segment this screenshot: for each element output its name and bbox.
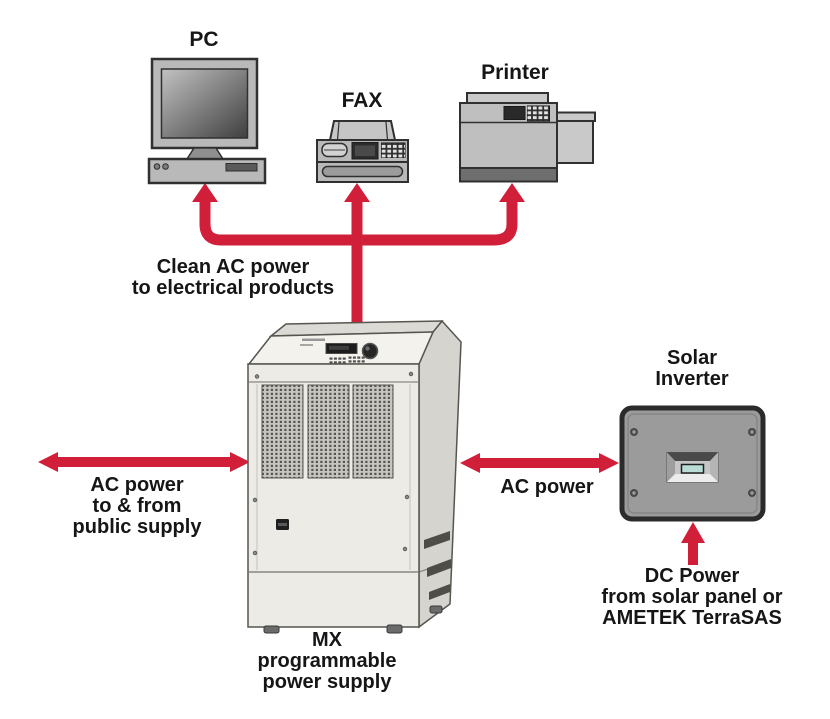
label-line: public supply <box>72 516 202 538</box>
label-line: Inverter <box>655 368 729 390</box>
pc-screen <box>160 68 249 139</box>
fax-illustration <box>316 120 409 183</box>
printer-illustration <box>459 92 596 183</box>
cabinet-grille-right <box>352 384 394 479</box>
label-line: AMETEK TerraSAS <box>602 607 782 629</box>
label-line: Solar <box>666 347 718 369</box>
inverter-display <box>666 452 719 483</box>
printer-display <box>503 106 526 120</box>
pc-label: PC <box>189 28 219 51</box>
fax-output-slot <box>321 165 404 178</box>
pc-illustration <box>147 57 267 185</box>
label-line: from solar panel or <box>601 586 783 608</box>
cabinet-screws <box>252 371 414 556</box>
inverter-screen <box>680 463 705 474</box>
arrowhead-to-power-supply-right <box>460 453 480 473</box>
label-line: FAX <box>341 89 383 112</box>
fax-label: FAX <box>341 89 383 112</box>
fax-paper-tray <box>328 120 397 141</box>
solar-inverter-label: Solar Inverter <box>655 348 728 390</box>
printer-top-tray <box>466 92 549 104</box>
pc-reset-button <box>162 163 169 170</box>
pc-drive-slot <box>225 163 258 172</box>
arrowhead-to-public-supply <box>38 452 58 472</box>
power-supply-label: MX programmable power supply <box>258 630 397 693</box>
arrowhead-to-power-supply-left <box>230 452 250 472</box>
label-line: MX <box>312 629 342 651</box>
label-line: to & from <box>92 495 182 517</box>
arrowhead-to-fax <box>344 183 370 202</box>
arrowhead-to-printer <box>499 183 525 202</box>
pc-stand <box>185 147 225 160</box>
label-line: Clean AC power <box>156 256 310 278</box>
cabinet-grille-center <box>307 384 350 479</box>
printer-side-tray <box>555 120 594 164</box>
label-line: DC Power <box>644 565 740 587</box>
clean-ac-label: Clean AC power to electrical products <box>132 257 334 299</box>
solar-inverter-illustration <box>619 405 766 522</box>
power-supply-illustration <box>247 319 462 634</box>
label-line: AC power <box>500 476 594 498</box>
cabinet-grille-left <box>261 384 304 479</box>
label-line: Printer <box>481 61 549 84</box>
printer-keypad <box>527 105 550 122</box>
printer-bottom-strip <box>459 167 558 183</box>
inverter-screws <box>630 428 756 497</box>
arrowhead-to-inverter <box>599 453 619 473</box>
printer-side-tray-lip <box>551 111 596 122</box>
public-ac-label: AC power to & from public supply <box>73 475 202 538</box>
printer-label: Printer <box>481 61 549 84</box>
power-flow-arrows <box>38 183 705 565</box>
label-line: AC power <box>90 474 184 496</box>
label-line: power supply <box>262 671 392 693</box>
label-line: programmable <box>257 650 397 672</box>
label-line: PC <box>189 28 219 51</box>
cabinet-knob <box>361 342 379 360</box>
label-line: to electrical products <box>131 277 335 299</box>
inverter-ac-label: AC power <box>500 477 593 498</box>
cabinet-side-vents <box>424 531 451 600</box>
dc-power-label: DC Power from solar panel or AMETEK Terr… <box>601 566 782 629</box>
cabinet-logo <box>302 338 325 341</box>
arrowhead-to-pc <box>192 183 218 202</box>
cabinet-side <box>418 319 462 629</box>
arrowhead-dc-to-inverter <box>681 522 705 543</box>
pc-power-button <box>153 163 161 170</box>
cabinet-feet <box>263 605 443 634</box>
fax-keypad <box>381 142 406 158</box>
